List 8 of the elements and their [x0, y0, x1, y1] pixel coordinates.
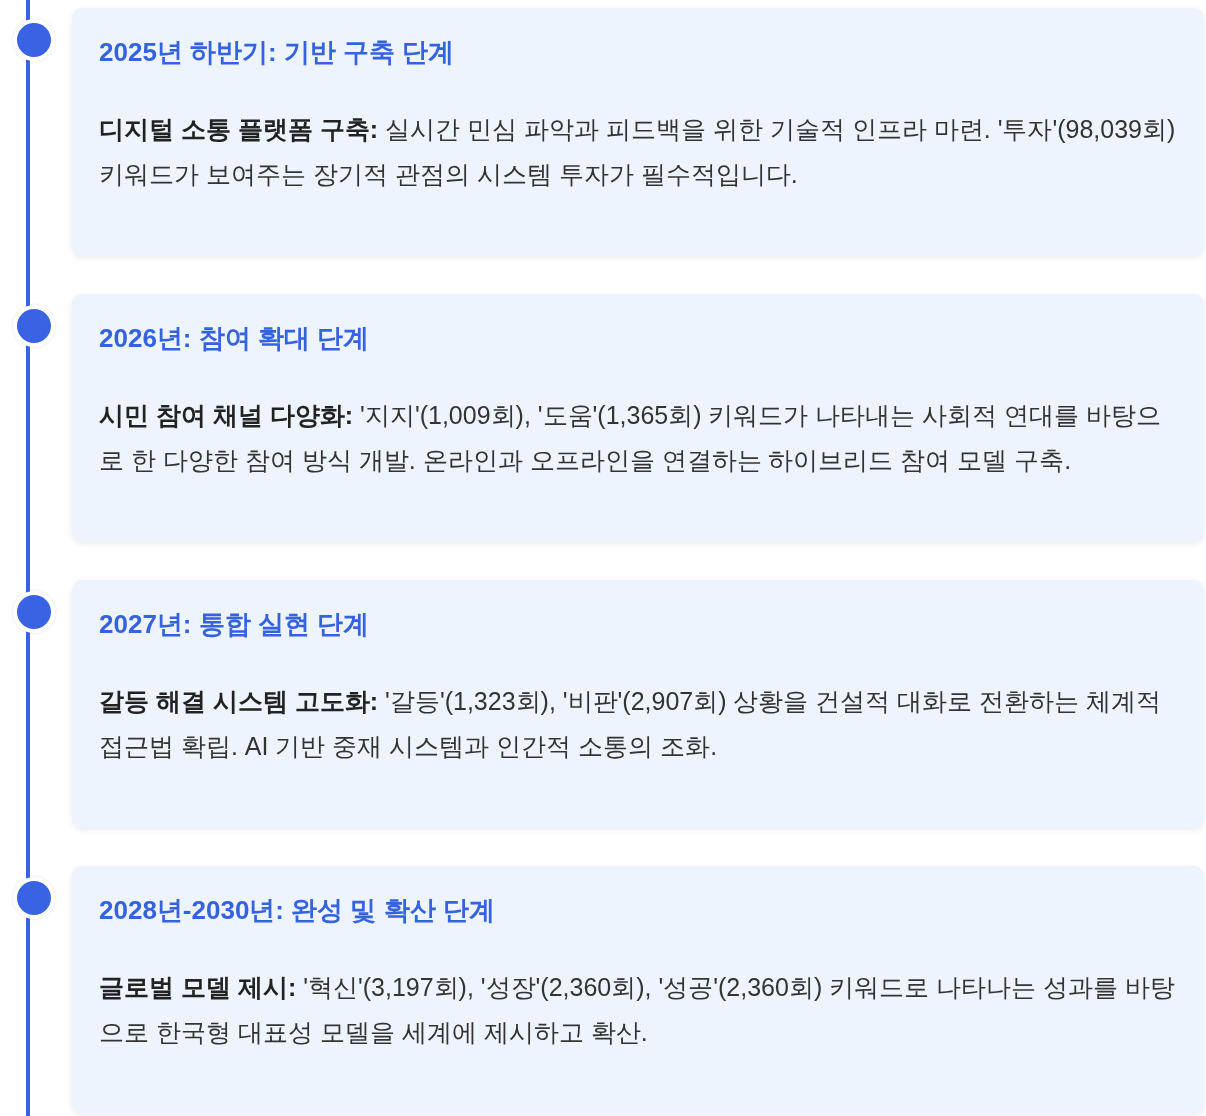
phase-description: 디지털 소통 플랫폼 구축: 실시간 민심 파악과 피드백을 위한 기술적 인프라 마련. '투자'(98,039회) 키워드가 보여주는 장기적 관점의 시스템 투자가 필수적입니다. — [99, 114, 1177, 190]
phase-description: 갈등 해결 시스템 고도화: '갈등'(1,323회), '비판'(2,907회) 상황을 건설적 대화로 전환하는 체계적 접근법 확립. AI 기반 중재 시스템과 인간적 소통의 조화. — [99, 686, 1163, 762]
phase-heading: 2027년: 통합 실현 단계 — [99, 608, 370, 641]
phase-heading: 2026년: 참여 확대 단계 — [99, 322, 370, 355]
phase-heading: 2028년-2030년: 완성 및 확산 단계 — [99, 894, 495, 927]
phase-description: 글로벌 모델 제시: '혁신'(3,197회), '성장'(2,360회), '성공'(2,360회) 키워드로 나타나는 성과를 바탕으로 한국형 대표성 모델을 세계에 제시하고 확산. — [99, 972, 1176, 1048]
phase-description: 시민 참여 채널 다양화: '지지'(1,009회), '도움'(1,365회) 키워드가 나타내는 사회적 연대를 바탕으로 한 다양한 참여 방식 개발. 온라인과 오프라인을 연결하는 하이브리드 참여 모델 구축. — [99, 400, 1163, 476]
phase-heading: 2025년 하반기: 기반 구축 단계 — [99, 36, 455, 69]
